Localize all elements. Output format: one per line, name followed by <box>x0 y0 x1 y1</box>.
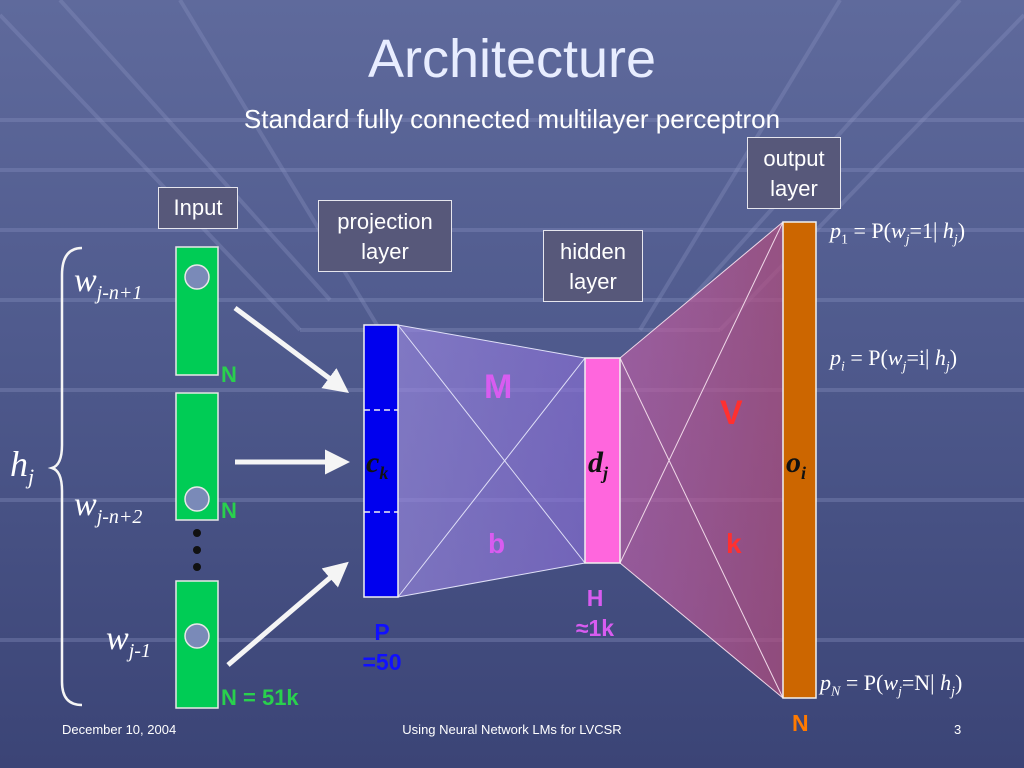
hidden-layer-label-box: hidden layer <box>543 230 643 302</box>
ellipsis-dots <box>193 529 201 571</box>
output-layer-bar <box>782 221 817 699</box>
formula-p1: p1 = P(wj=1| hj) <box>830 218 966 248</box>
weight-matrix-m-region <box>398 325 585 597</box>
one-hot-indicator-1 <box>184 264 210 290</box>
output-layer-label-box: output layer <box>747 137 841 209</box>
input-block-3 <box>175 580 219 709</box>
slide-subtitle: Standard fully connected multilayer perc… <box>243 104 781 134</box>
projection-layer-bar <box>363 324 399 598</box>
projection-size-label: P=50 <box>362 619 402 675</box>
projection-layer-label-box: projection layer <box>318 200 452 272</box>
footer-page-number: 3 <box>954 722 962 737</box>
context-label-hj: hj <box>10 444 35 490</box>
formula-pi: pi = P(wj=i| hj) <box>830 345 958 375</box>
connections-m <box>397 324 586 598</box>
weight-m-label: M <box>484 368 513 406</box>
footer-title: Using Neural Network LMs for LVCSR <box>402 722 622 737</box>
projection-arrows <box>226 305 350 667</box>
context-brace <box>47 246 83 707</box>
weight-matrix-v-region <box>620 222 783 698</box>
input-size-n-1: N <box>221 362 237 387</box>
hidden-layer-bar <box>584 357 621 564</box>
input-label-box: Input <box>158 187 238 229</box>
connections-v <box>619 221 784 699</box>
output-unit-label: oi <box>786 446 807 483</box>
input-size-n-total: N = 51k <box>221 685 299 710</box>
slide-title: Architecture <box>367 29 657 89</box>
input-block-1 <box>175 246 219 376</box>
word-label-j-1: wj-1 <box>106 620 151 662</box>
bias-k-label: k <box>726 528 742 559</box>
footer-date: December 10, 2004 <box>62 722 177 737</box>
bias-b-label: b <box>488 528 506 559</box>
projection-unit-label: ck <box>366 446 389 483</box>
word-label-j-n+2: wj-n+2 <box>74 486 143 528</box>
hidden-size-label: H≈1k <box>575 585 615 641</box>
output-size-label: N <box>792 710 809 736</box>
weight-v-label: V <box>720 394 743 432</box>
input-size-n-2: N <box>221 498 237 523</box>
hidden-unit-label: dj <box>588 446 609 483</box>
one-hot-indicator-2 <box>184 486 210 512</box>
word-label-j-n+1: wj-n+1 <box>74 262 143 304</box>
input-block-2 <box>175 392 219 521</box>
one-hot-indicator-3 <box>184 623 210 649</box>
formula-pN: pN = P(wj=N| hj) <box>820 670 963 700</box>
